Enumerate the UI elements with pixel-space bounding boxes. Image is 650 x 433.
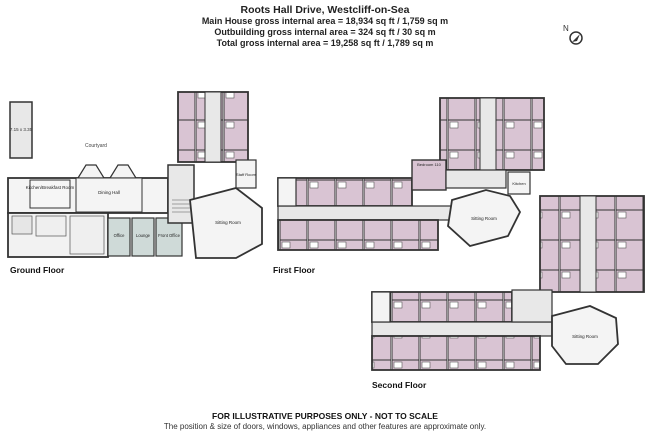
- total-area: Total gross internal area = 19,258 sq ft…: [216, 38, 434, 48]
- kitchen-first-label: Kitchen: [512, 181, 525, 186]
- sitting-room-first-label: Sitting Room: [471, 216, 497, 221]
- courtyard-label: Courtyard: [85, 143, 107, 149]
- kitchen-breakfast-label: Kitchen/Breakfast Room: [26, 185, 75, 190]
- north-label: N: [563, 24, 569, 33]
- lounge-label: Lounge: [136, 233, 151, 238]
- first-floor-plan: Bedroom 110 Kitchen Sitting Room: [277, 97, 545, 251]
- sitting-room-second-label: Sitting Room: [572, 334, 598, 339]
- north-arrow-icon: N: [563, 24, 583, 45]
- office-label: Office: [114, 233, 126, 238]
- front-office-label: Front Office: [158, 233, 180, 238]
- sitting-room-ground-label: Sitting Room: [215, 220, 241, 225]
- plan-title: Roots Hall Drive, Westcliff-on-Sea: [240, 4, 410, 16]
- ground-floor-label: Ground Floor: [10, 265, 65, 275]
- main-house-area: Main House gross internal area = 18,934 …: [201, 16, 449, 26]
- dining-hall-label: Dining Hall: [98, 190, 120, 195]
- staff-room-label: Staff Room: [236, 172, 257, 177]
- ground-floor-plan: Courtyard Kitchen/Breakfast Room Dining …: [7, 91, 263, 259]
- outbuilding-dims: 7.15 x 3.35: [10, 127, 33, 132]
- outbuilding: 7.15 x 3.35: [9, 101, 33, 159]
- second-floor-plan: Sitting Room: [371, 195, 645, 371]
- outbuilding-area: Outbuilding gross internal area = 324 sq…: [214, 27, 436, 37]
- bedroom-110-label: Bedroom 110: [417, 162, 441, 167]
- first-floor-label: First Floor: [273, 265, 316, 275]
- disclaimer: FOR ILLUSTRATIVE PURPOSES ONLY - NOT TO …: [212, 411, 438, 421]
- footer-note: The position & size of doors, windows, a…: [163, 422, 487, 431]
- second-floor-label: Second Floor: [372, 380, 427, 390]
